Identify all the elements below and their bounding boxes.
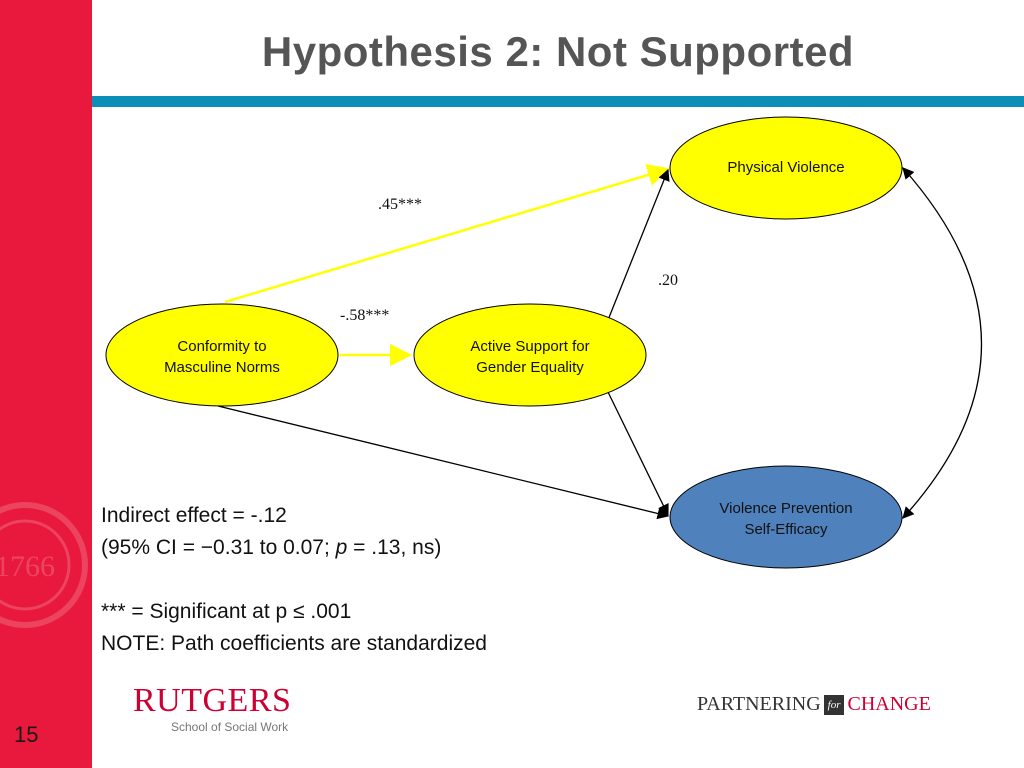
node-self-efficacy: Violence Prevention Self-Efficacy: [669, 465, 903, 569]
pfc-partnering: PARTNERING: [697, 693, 821, 715]
pfc-for: for: [823, 694, 845, 715]
slide-number: 15: [14, 722, 39, 747]
rutgers-logo: RUTGERS School of Social Work: [133, 682, 292, 735]
node-conformity-line2: Masculine Norms: [164, 359, 280, 376]
coefficient-conformity-support: -.58***: [340, 307, 389, 324]
pfc-change: CHANGE: [847, 693, 931, 715]
path-support-to-physical: [607, 168, 670, 321]
node-support-line1: Active Support for: [470, 338, 589, 355]
coefficient-conformity-physical: .45***: [378, 196, 422, 213]
standardized-note: NOTE: Path coefficients are standardized: [101, 632, 487, 655]
svg-text:1766: 1766: [0, 550, 55, 583]
indirect-effect-text: Indirect effect = -.12: [101, 504, 287, 527]
node-efficacy-line1: Violence Prevention: [719, 500, 852, 517]
node-active-support: Active Support for Gender Equality: [413, 303, 647, 407]
node-support-line2: Gender Equality: [476, 359, 584, 376]
coefficient-support-physical: .20: [658, 272, 678, 289]
node-physical-line1: Physical Violence: [727, 159, 844, 176]
path-conformity-to-physical: [224, 164, 671, 304]
node-efficacy-line2: Self-Efficacy: [744, 521, 828, 538]
sidebar-bar: 1766 15: [0, 0, 92, 768]
path-support-to-efficacy: [607, 391, 669, 517]
path-physical-efficacy-correlation: [902, 167, 982, 519]
node-conformity-line1: Conformity to: [177, 338, 266, 355]
partnering-for-change-logo: PARTNERING for CHANGE: [697, 693, 931, 716]
confidence-interval-text: (95% CI = −0.31 to 0.07; p = .13, ns): [101, 536, 442, 559]
rutgers-name: RUTGERS: [133, 682, 292, 719]
rutgers-school-name: School of Social Work: [171, 720, 289, 734]
page-title: Hypothesis 2: Not Supported: [261, 28, 855, 75]
university-seal-icon: 1766: [0, 502, 88, 628]
node-conformity: Conformity to Masculine Norms: [105, 303, 339, 407]
node-physical-violence: Physical Violence: [669, 116, 903, 220]
significance-note: *** = Significant at p ≤ .001: [101, 600, 352, 623]
path-conformity-to-efficacy: [217, 405, 670, 520]
notes-block: Indirect effect = -.12 (95% CI = −0.31 t…: [101, 500, 487, 660]
title-divider: [92, 96, 1024, 107]
